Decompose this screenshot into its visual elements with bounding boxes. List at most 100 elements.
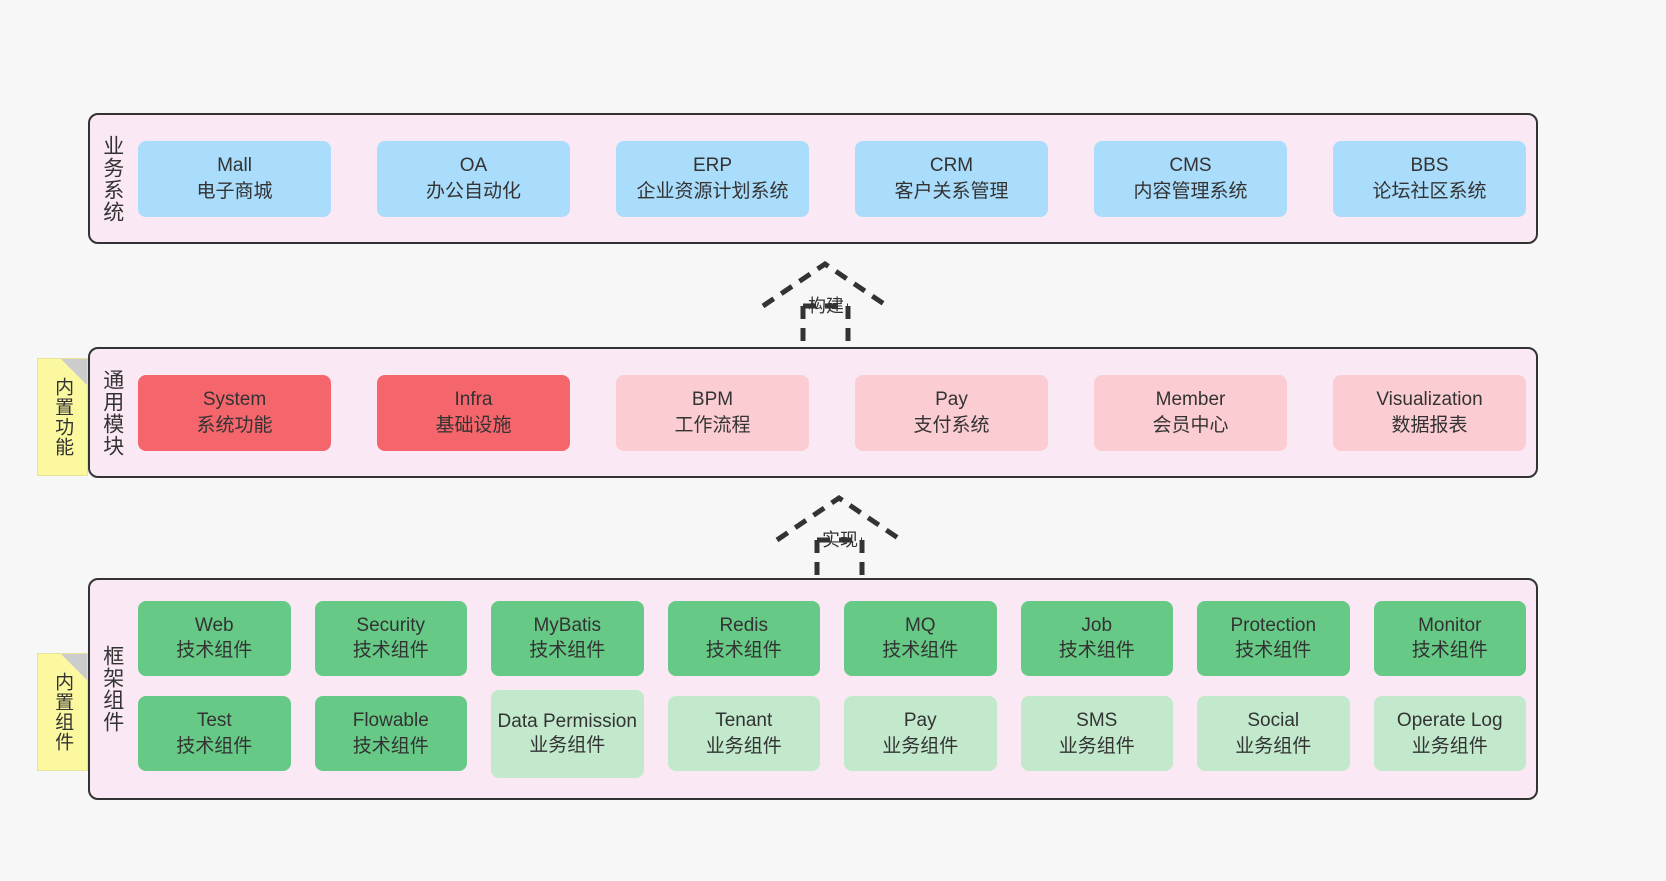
card-social-subtitle: 业务组件 xyxy=(1235,735,1312,757)
note-builtin-components-label: 内置组件 xyxy=(52,672,74,752)
card-security-subtitle: 技术组件 xyxy=(352,640,429,661)
card-crm[interactable]: CRM 客户关系管理 xyxy=(855,140,1048,217)
card-job-subtitle: 技术组件 xyxy=(1058,640,1135,661)
card-oa-title: OA xyxy=(459,155,488,177)
layer-common-modules-title: 通用模块 xyxy=(100,368,124,457)
card-operate-log-title: Operate Log xyxy=(1396,710,1503,732)
card-slot: Protection 技术组件 xyxy=(1197,600,1350,676)
card-erp-subtitle: 企业资源计划系统 xyxy=(636,180,789,202)
card-bpm-subtitle: 工作流程 xyxy=(674,414,751,436)
card-member-title: Member xyxy=(1155,389,1226,411)
card-slot: BPM 工作流程 xyxy=(616,374,809,451)
card-slot: BBS 论坛社区系统 xyxy=(1333,140,1526,217)
card-bbs[interactable]: BBS 论坛社区系统 xyxy=(1333,140,1526,217)
card-operate-log-subtitle: 业务组件 xyxy=(1411,735,1488,757)
card-bbs-subtitle: 论坛社区系统 xyxy=(1372,180,1487,202)
card-monitor-title: Monitor xyxy=(1418,614,1482,636)
card-erp[interactable]: ERP 企业资源计划系统 xyxy=(616,140,809,217)
card-data-permission-title: Data Permission xyxy=(497,711,637,733)
connector-implement-label: 实现 xyxy=(822,530,858,550)
card-web-subtitle: 技术组件 xyxy=(176,640,253,661)
connector-build-label: 构建 xyxy=(808,296,844,316)
card-visualization-subtitle: 数据报表 xyxy=(1391,414,1468,436)
note-fold-corner-icon xyxy=(61,359,87,385)
card-crm-subtitle: 客户关系管理 xyxy=(894,180,1009,202)
card-security[interactable]: Security 技术组件 xyxy=(314,600,467,676)
card-mall-subtitle: 电子商城 xyxy=(196,180,273,202)
card-erp-title: ERP xyxy=(692,155,733,177)
card-bpm[interactable]: BPM 工作流程 xyxy=(616,374,809,451)
card-slot: CRM 客户关系管理 xyxy=(855,140,1048,217)
card-pay-biz-subtitle: 业务组件 xyxy=(882,735,959,757)
card-flowable-subtitle: 技术组件 xyxy=(352,735,429,757)
card-security-title: Security xyxy=(356,614,426,636)
layer-business-system-title: 业务系统 xyxy=(100,134,124,223)
card-cms-subtitle: 内容管理系统 xyxy=(1133,180,1248,202)
card-mybatis-title: MyBatis xyxy=(533,614,602,636)
card-tenant-title: Tenant xyxy=(715,710,773,732)
card-crm-title: CRM xyxy=(929,155,974,177)
card-sms-subtitle: 业务组件 xyxy=(1058,735,1135,757)
card-system-title: System xyxy=(202,389,267,411)
card-pay-subtitle: 支付系统 xyxy=(913,414,990,436)
card-infra-title: Infra xyxy=(454,389,493,411)
card-protection-subtitle: 技术组件 xyxy=(1235,640,1312,661)
card-bpm-title: BPM xyxy=(691,389,734,411)
card-monitor[interactable]: Monitor 技术组件 xyxy=(1373,600,1526,676)
card-slot: Operate Log 业务组件 xyxy=(1373,690,1526,778)
card-operate-log[interactable]: Operate Log 业务组件 xyxy=(1373,696,1526,771)
card-protection-title: Protection xyxy=(1230,614,1317,636)
card-protection[interactable]: Protection 技术组件 xyxy=(1197,600,1350,676)
card-redis-subtitle: 技术组件 xyxy=(705,640,782,661)
card-test-title: Test xyxy=(196,710,232,732)
connector-build: 构建 xyxy=(755,258,905,350)
implement-arrow-glyph xyxy=(775,494,903,582)
card-slot: Security 技术组件 xyxy=(314,600,467,676)
card-data-permission-subtitle: 业务组件 xyxy=(529,734,606,756)
card-bbs-title: BBS xyxy=(1410,155,1449,177)
card-mq-subtitle: 技术组件 xyxy=(882,640,959,661)
card-slot: ERP 企业资源计划系统 xyxy=(616,140,809,217)
card-monitor-subtitle: 技术组件 xyxy=(1411,640,1488,661)
